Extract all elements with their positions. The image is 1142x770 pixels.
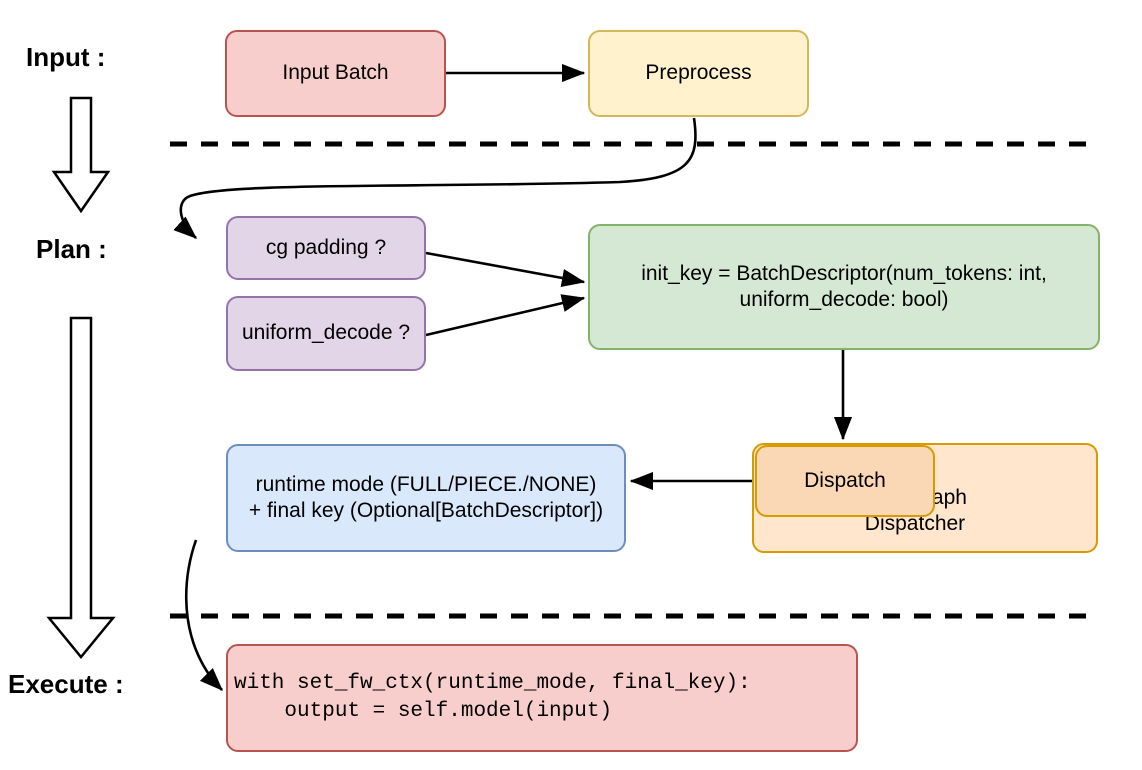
input-to-plan-arrow: [51, 96, 111, 214]
plan-to-execute-arrow: [46, 316, 116, 659]
node-uniform-decode-label: uniform_decode ?: [241, 321, 411, 345]
node-runtime-mode[interactable]: runtime mode (FULL/PIECE./NONE) + final …: [226, 444, 626, 552]
node-execute-code[interactable]: with set_fw_ctx(runtime_mode, final_key)…: [226, 644, 858, 752]
runtimemode-to-code-arrow: [184, 539, 223, 691]
node-dispatch[interactable]: Dispatch: [755, 445, 935, 517]
node-init-key-line2: uniform_decode: bool): [739, 288, 949, 311]
node-dispatch-label: Dispatch: [804, 468, 886, 492]
node-init-key[interactable]: init_key = BatchDescriptor(num_tokens: i…: [588, 224, 1100, 350]
stage-label-execute: Execute :: [8, 669, 124, 699]
node-init-key-line1: init_key = BatchDescriptor(num_tokens: i…: [641, 261, 1047, 285]
execute-code-line-2: output = self.model(input): [234, 700, 613, 723]
execute-code-line-1: with set_fw_ctx(runtime_mode, final_key)…: [234, 671, 751, 695]
node-uniform-decode[interactable]: uniform_decode ?: [226, 296, 426, 371]
stage-label-input: Input :: [26, 42, 106, 72]
node-cg-padding[interactable]: cg padding ?: [226, 216, 426, 280]
node-preprocess[interactable]: Preprocess: [588, 30, 809, 117]
node-cudagraph-dispatcher-line2: Dispatcher: [864, 511, 966, 535]
node-input-batch-label: Input Batch: [282, 61, 389, 85]
node-runtime-mode-line1: runtime mode (FULL/PIECE./NONE): [255, 472, 597, 496]
node-cg-padding-label: cg padding ?: [265, 235, 387, 259]
uniformdecode-to-initkey-arrow: [425, 294, 586, 337]
node-preprocess-label: Preprocess: [645, 61, 752, 85]
stage-label-plan: Plan :: [36, 234, 107, 264]
node-input-batch[interactable]: Input Batch: [225, 30, 446, 117]
node-runtime-mode-line2: + final key (Optional[BatchDescriptor]): [248, 499, 604, 522]
cgpadding-to-initkey-arrow: [425, 251, 586, 287]
